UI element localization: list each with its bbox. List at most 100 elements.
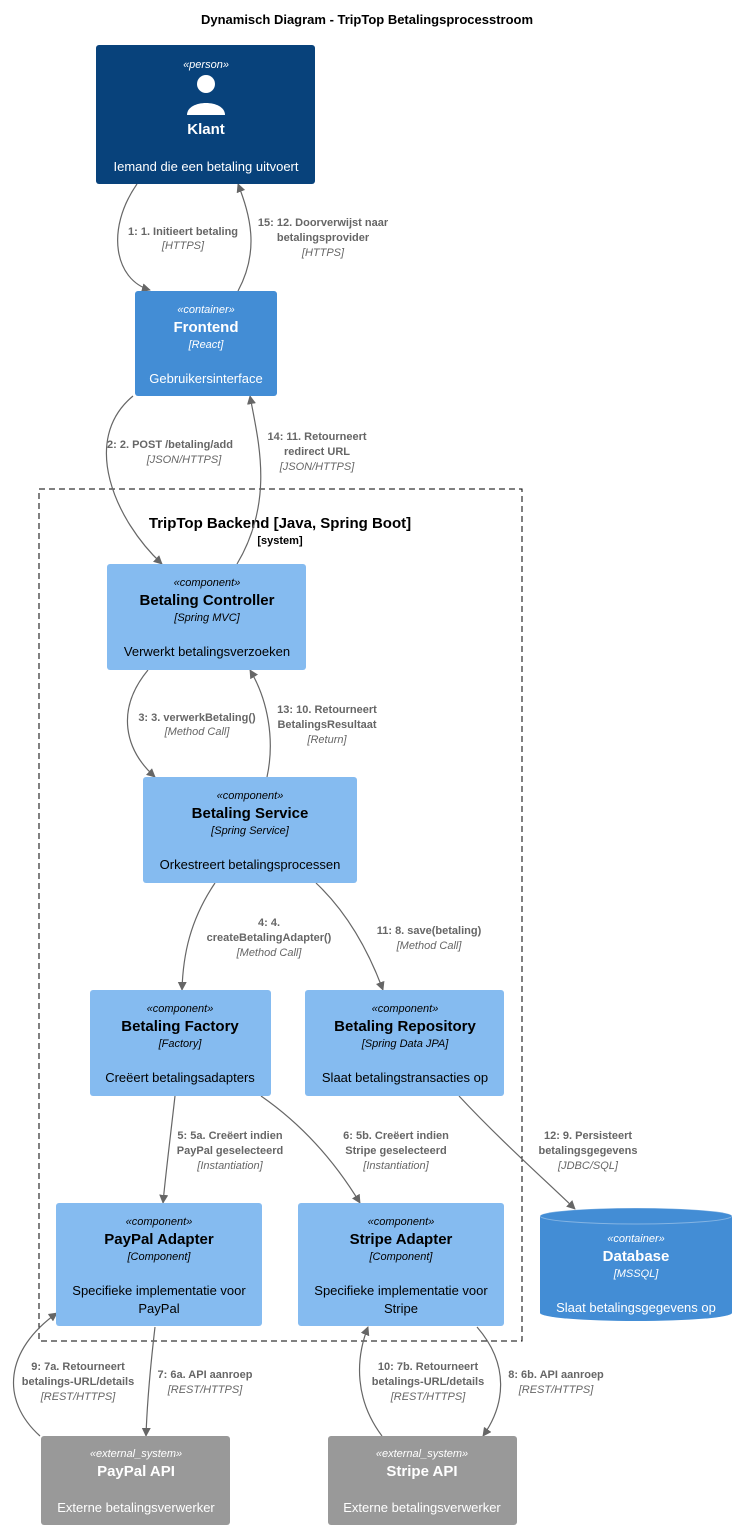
edge-label-9b: betalings-URL/details bbox=[22, 1376, 134, 1388]
node-controller-stereotype: «component» bbox=[174, 577, 241, 589]
edge-tech-4: [Method Call] bbox=[236, 947, 303, 959]
node-frontend-name: Frontend bbox=[174, 319, 239, 336]
node-repository-stereotype: «component» bbox=[372, 1003, 439, 1015]
node-paypal-api-name: PayPal API bbox=[97, 1463, 175, 1480]
edge-tech-15: [HTTPS] bbox=[301, 247, 345, 259]
edge-redirect-url bbox=[236, 395, 262, 565]
node-paypal-adapter-desc-1: Specifieke implementatie voor bbox=[72, 1283, 246, 1298]
node-stripe-api-desc: Externe betalingsverwerker bbox=[343, 1500, 501, 1515]
diagram-title: Dynamisch Diagram - TripTop Betalingspro… bbox=[201, 12, 533, 27]
node-stripe-api: «external_system» Stripe API Externe bet… bbox=[328, 1436, 517, 1525]
edge-initieert-betaling bbox=[117, 183, 151, 293]
node-controller-tech: [Spring MVC] bbox=[173, 612, 240, 624]
database-cylinder-top bbox=[539, 1207, 733, 1225]
edge-label-3: 3: 3. verwerkBetaling() bbox=[138, 712, 256, 724]
edge-label-13a: 13: 10. Retourneert bbox=[277, 704, 377, 716]
edge-stripe-aanroep bbox=[476, 1326, 502, 1437]
edge-label-11: 11: 8. save(betaling) bbox=[377, 925, 482, 937]
node-controller-box bbox=[107, 564, 306, 670]
edge-label-10a: 10: 7b. Retourneert bbox=[378, 1361, 479, 1373]
node-service-tech: [Spring Service] bbox=[210, 825, 290, 837]
edge-creeert-paypal bbox=[159, 1095, 176, 1204]
node-repository-desc: Slaat betalingstransacties op bbox=[322, 1070, 488, 1085]
edge-label-13b: BetalingsResultaat bbox=[277, 719, 376, 731]
edge-tech-14: [JSON/HTTPS] bbox=[279, 461, 356, 473]
boundary-name: TripTop Backend [Java, Spring Boot] bbox=[149, 515, 411, 532]
edge-label-8: 8: 6b. API aanroep bbox=[508, 1369, 604, 1381]
boundary-type: [system] bbox=[257, 535, 303, 547]
edge-paypal-retourneert bbox=[12, 1312, 58, 1437]
edge-tech-9: [REST/HTTPS] bbox=[40, 1391, 117, 1403]
edge-label-15a: 15: 12. Doorverwijst naar bbox=[258, 217, 389, 229]
edge-label-12a: 12: 9. Persisteert bbox=[544, 1130, 632, 1142]
node-klant-name: Klant bbox=[187, 121, 225, 138]
node-factory-tech: [Factory] bbox=[158, 1038, 203, 1050]
person-icon bbox=[187, 75, 225, 115]
edge-tech-8: [REST/HTTPS] bbox=[518, 1384, 595, 1396]
edges bbox=[12, 183, 576, 1437]
edge-creeert-stripe bbox=[260, 1095, 361, 1204]
edge-save-betaling bbox=[315, 882, 385, 991]
edge-tech-12: [JDBC/SQL] bbox=[557, 1160, 619, 1172]
node-stripe-adapter-box bbox=[298, 1203, 504, 1326]
edge-paypal-aanroep bbox=[141, 1326, 156, 1437]
node-frontend: «container» Frontend [React] Gebruikersi… bbox=[135, 291, 277, 396]
edge-stripe-retourneert bbox=[359, 1326, 383, 1437]
node-paypal-api-box bbox=[41, 1436, 230, 1525]
edge-label-12b: betalingsgegevens bbox=[538, 1145, 637, 1157]
node-stripe-api-box bbox=[328, 1436, 517, 1525]
node-repository-name: Betaling Repository bbox=[334, 1018, 476, 1035]
node-service-desc: Orkestreert betalingsprocessen bbox=[160, 857, 341, 872]
node-stripe-adapter-name: Stripe Adapter bbox=[350, 1231, 453, 1248]
edge-label-1: 1: 1. Initieert betaling bbox=[128, 226, 238, 238]
edge-label-14a: 14: 11. Retourneert bbox=[267, 431, 366, 443]
node-service-stereotype: «component» bbox=[217, 790, 284, 802]
edge-label-5b: PayPal geselecteerd bbox=[177, 1145, 283, 1157]
node-stripe-adapter-tech: [Component] bbox=[369, 1251, 434, 1263]
node-stripe-api-name: Stripe API bbox=[386, 1463, 457, 1480]
edge-label-4b: createBetalingAdapter() bbox=[207, 932, 332, 944]
node-paypal-api-desc: Externe betalingsverwerker bbox=[57, 1500, 215, 1515]
edge-tech-5: [Instantiation] bbox=[196, 1160, 263, 1172]
node-klant-stereotype: «person» bbox=[183, 59, 229, 71]
node-service-box bbox=[143, 777, 357, 883]
node-stripe-api-stereotype: «external_system» bbox=[376, 1448, 468, 1460]
node-paypal-adapter: «component» PayPal Adapter [Component] S… bbox=[56, 1203, 262, 1326]
edge-labels: 1: 1. Initieert betaling [HTTPS] 15: 12.… bbox=[22, 217, 638, 1403]
node-paypal-adapter-stereotype: «component» bbox=[126, 1216, 193, 1228]
database-cylinder-body bbox=[540, 1216, 732, 1321]
node-database-desc: Slaat betalingsgegevens op bbox=[556, 1300, 716, 1315]
edge-label-5a: 5: 5a. Creëert indien bbox=[177, 1130, 282, 1142]
edge-betalings-resultaat bbox=[249, 669, 271, 778]
node-stripe-adapter-desc-1: Specifieke implementatie voor bbox=[314, 1283, 488, 1298]
system-boundary bbox=[38, 488, 523, 1342]
edge-label-15b: betalingsprovider bbox=[277, 232, 370, 244]
edge-tech-7: [REST/HTTPS] bbox=[167, 1384, 244, 1396]
node-klant-desc: Iemand die een betaling uitvoert bbox=[113, 159, 298, 174]
node-frontend-box bbox=[135, 291, 277, 396]
node-stripe-adapter-stereotype: «component» bbox=[368, 1216, 435, 1228]
node-betaling-controller: «component» Betaling Controller [Spring … bbox=[107, 564, 306, 670]
edge-label-6b: Stripe geselecteerd bbox=[345, 1145, 447, 1157]
edge-label-4a: 4: 4. bbox=[258, 917, 280, 929]
edge-tech-10: [REST/HTTPS] bbox=[390, 1391, 467, 1403]
node-paypal-adapter-tech: [Component] bbox=[127, 1251, 192, 1263]
edge-tech-13: [Return] bbox=[306, 734, 347, 746]
edge-label-2: 2: 2. POST /betaling/add bbox=[107, 439, 233, 451]
node-database-stereotype: «container» bbox=[607, 1233, 665, 1245]
edge-doorverwijst bbox=[236, 183, 252, 292]
node-frontend-tech: [React] bbox=[188, 339, 225, 351]
node-repository-tech: [Spring Data JPA] bbox=[361, 1038, 450, 1050]
node-factory-stereotype: «component» bbox=[147, 1003, 214, 1015]
node-betaling-factory: «component» Betaling Factory [Factory] C… bbox=[90, 990, 271, 1096]
node-klant: «person» Klant Iemand die een betaling u… bbox=[96, 45, 315, 184]
edge-label-9a: 9: 7a. Retourneert bbox=[31, 1361, 125, 1373]
edge-create-adapter bbox=[177, 882, 216, 991]
edge-label-10b: betalings-URL/details bbox=[372, 1376, 484, 1388]
edge-tech-2: [JSON/HTTPS] bbox=[146, 454, 223, 466]
node-paypal-api-stereotype: «external_system» bbox=[90, 1448, 182, 1460]
node-controller-desc: Verwerkt betalingsverzoeken bbox=[124, 644, 290, 659]
edge-tech-3: [Method Call] bbox=[164, 726, 231, 738]
node-paypal-api: «external_system» PayPal API Externe bet… bbox=[41, 1436, 230, 1525]
